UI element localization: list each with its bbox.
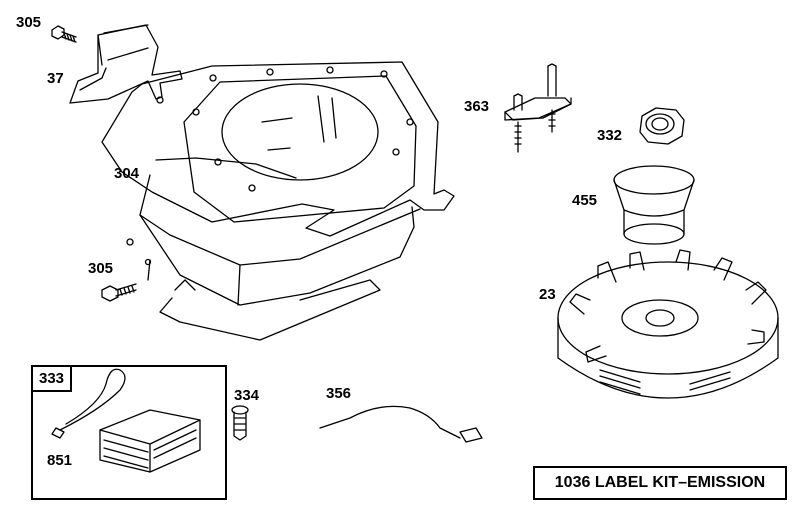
assembly-box-333: 333 (31, 365, 227, 500)
callout-851: 851 (47, 452, 73, 469)
label-kit-box: 1036 LABEL KIT–EMISSION (533, 466, 787, 500)
part-334-screw (231, 405, 249, 441)
part-23-flywheel (557, 249, 779, 399)
callout-304: 304 (114, 165, 140, 182)
callout-37: 37 (47, 70, 64, 87)
callout-23: 23 (539, 286, 556, 303)
part-305-bolt-left (101, 283, 137, 302)
part-37-shield (69, 24, 183, 104)
callout-334: 334 (234, 387, 260, 404)
part-305-bolt-top (51, 25, 77, 43)
callout-333: 333 (33, 367, 73, 392)
label-kit-number: 1036 (554, 474, 591, 491)
callout-363: 363 (464, 98, 490, 115)
callout-332: 332 (597, 127, 623, 144)
part-304-blower-housing (101, 61, 455, 341)
part-363-bracket (504, 63, 572, 153)
part-356-ground-wire (319, 405, 483, 443)
label-kit-text: LABEL KIT–EMISSION (594, 474, 766, 491)
callout-356: 356 (326, 385, 352, 402)
callout-305-left: 305 (88, 260, 114, 277)
callout-305-top: 305 (16, 14, 42, 31)
callout-455: 455 (572, 192, 598, 209)
part-851-ignition-coil (51, 368, 201, 473)
part-455-starter-cup (613, 165, 695, 245)
part-332-nut (639, 107, 685, 145)
